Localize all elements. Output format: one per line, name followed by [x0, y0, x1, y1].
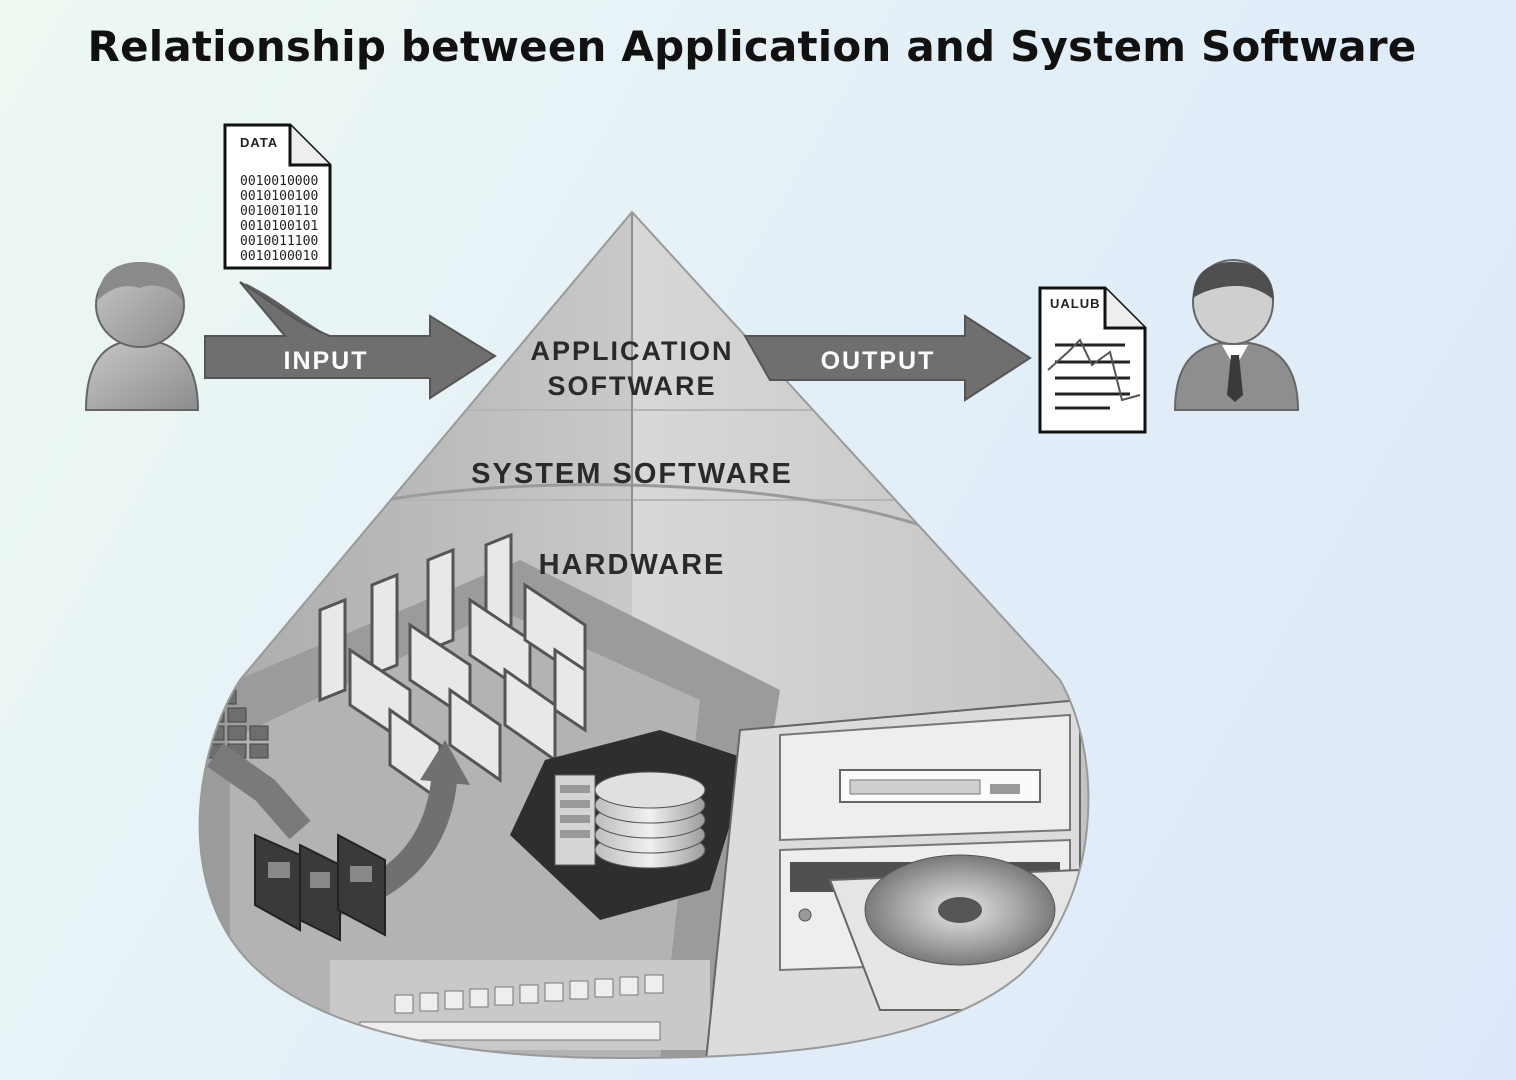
hard-disk-stack	[554, 771, 706, 869]
report-document-icon	[1038, 286, 1147, 434]
data-document-header: DATA	[240, 135, 278, 150]
hardware-label: HARDWARE	[539, 549, 726, 581]
application-software-label-line2: SOFTWARE	[548, 371, 717, 401]
layer-pyramid	[198, 210, 1090, 1060]
user-icon	[84, 262, 200, 411]
application-software-label: APPLICATION	[531, 336, 734, 366]
svg-text:0010100100: 0010100100	[240, 189, 318, 204]
svg-text:0010010000: 0010010000	[240, 174, 318, 189]
report-document-header: UALUB	[1050, 296, 1101, 311]
svg-text:0010010110: 0010010110	[240, 204, 318, 219]
svg-text:0010011100: 0010011100	[240, 234, 318, 249]
system-software-label: SYSTEM SOFTWARE	[471, 458, 793, 490]
output-arrow	[743, 314, 1032, 402]
input-label: INPUT	[284, 347, 369, 375]
data-document-icon: 0010010000 0010100100 0010010110 0010100…	[223, 123, 332, 270]
hardware-illustration	[199, 532, 1081, 1058]
svg-text:0010100101: 0010100101	[240, 219, 318, 234]
diagram-title: Relationship between Application and Sys…	[87, 22, 1417, 71]
input-arrow	[204, 281, 497, 400]
output-label: OUTPUT	[821, 347, 936, 375]
svg-text:0010100010: 0010100010	[240, 249, 318, 264]
businessman-icon	[1173, 259, 1300, 411]
